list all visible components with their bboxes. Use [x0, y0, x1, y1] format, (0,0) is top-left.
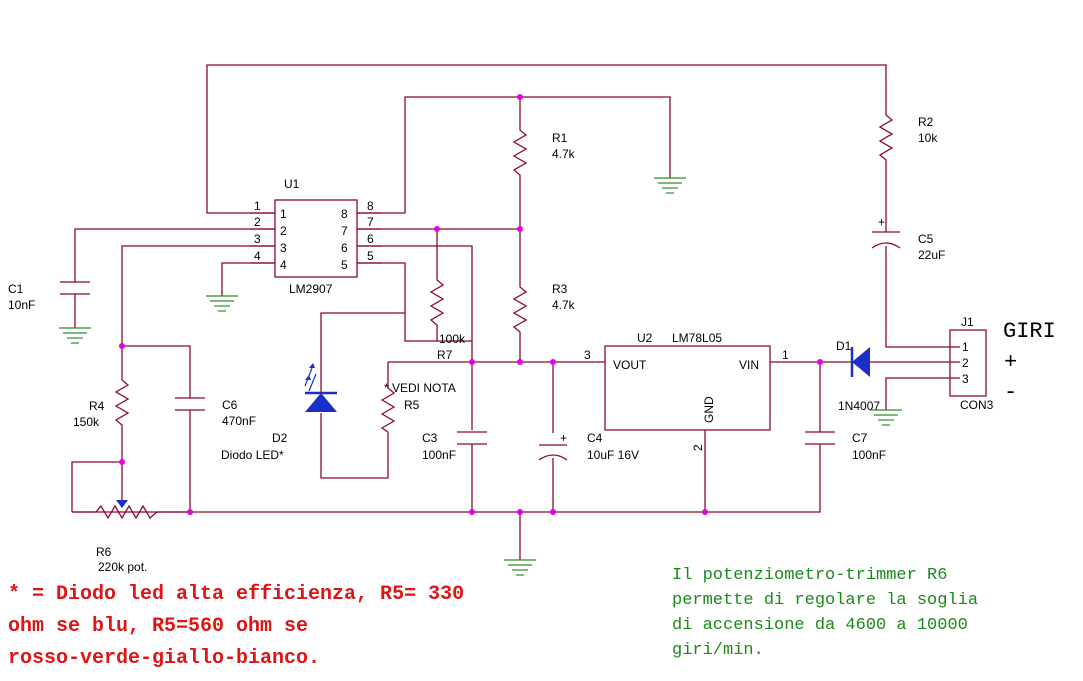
u1-pin-5-outer: 5 [367, 249, 374, 263]
capacitor-c5: + C5 22uF [871, 215, 945, 262]
u1-pin-2-outer: 2 [254, 215, 261, 229]
u1-pin-3-inner: 3 [280, 241, 287, 255]
u1-pin-7-outer: 7 [367, 215, 374, 229]
potentiometer-r6: R6 220k pot. [72, 500, 190, 574]
r6-wiper-arrow [116, 500, 128, 508]
resistor-r4: R4 150k [73, 376, 130, 430]
c5-value: 22uF [918, 248, 945, 262]
r6-value: 220k pot. [98, 560, 147, 574]
u2-gnd-label: GND [702, 396, 716, 423]
resistor-r1: R1 4.7k [512, 125, 576, 183]
r3-ref: R3 [552, 282, 568, 296]
c3-ref: C3 [422, 431, 438, 445]
led-note: * = Diodo led alta efficienza, R5= 330 o… [8, 583, 465, 670]
u1-pin-3-outer: 3 [254, 232, 261, 246]
resistor-r5: * VEDI NOTA R5 [380, 381, 456, 433]
capacitor-c7: C7 100nF [805, 431, 886, 462]
u2-vout-label: VOUT [613, 358, 647, 372]
d2-value: Diodo LED* [221, 448, 284, 462]
u1-pin-7-inner: 7 [341, 224, 348, 238]
capacitor-c6: C6 470nF [175, 397, 256, 428]
u1-pin-5-inner: 5 [341, 258, 348, 272]
u1-pin-8-inner: 8 [341, 207, 348, 221]
r4-value: 150k [73, 415, 100, 429]
ground-main [504, 559, 536, 576]
j1-value: CON3 [960, 398, 994, 412]
c4-ref: C4 [587, 431, 603, 445]
r5-value: * VEDI NOTA [384, 381, 456, 395]
u2-pin-vin: 1 [782, 348, 789, 362]
ground-j1 [870, 409, 902, 426]
r1-ref: R1 [552, 131, 568, 145]
u1-pin-8-outer: 8 [367, 199, 374, 213]
resistor-r3: R3 4.7k [512, 282, 576, 340]
c1-value: 10nF [8, 298, 35, 312]
r7-value: 100k [439, 332, 466, 346]
d2-ref: D2 [272, 431, 288, 445]
u1-part: LM2907 [289, 282, 333, 296]
u2-ref: U2 [637, 331, 653, 345]
led-d2: D2 Diodo LED* [221, 363, 337, 462]
u1-pin-6-outer: 6 [367, 232, 374, 246]
r6-ref: R6 [96, 545, 112, 559]
c6-value: 470nF [222, 414, 256, 428]
r4-ref: R4 [89, 399, 105, 413]
u2-vin-label: VIN [739, 358, 759, 372]
j1-pin-3: 3 [962, 372, 969, 386]
c7-value: 100nF [852, 448, 886, 462]
c3-value: 100nF [422, 448, 456, 462]
minus-label: - [1004, 380, 1017, 405]
r5-ref: R5 [404, 398, 420, 412]
u1-lm2907: U1 LM2907 1 2 3 4 8 7 6 5 1 2 3 4 8 7 6 … [250, 177, 382, 296]
r2-ref: R2 [918, 115, 934, 129]
r2-value: 10k [918, 131, 938, 145]
u2-pin-vout: 3 [584, 348, 591, 362]
resistor-r2: R2 10k [878, 110, 938, 162]
c1-ref: C1 [8, 282, 24, 296]
j1-ref: J1 [961, 315, 974, 329]
ground-c1 [59, 327, 91, 344]
plus-label: + [1004, 350, 1017, 375]
c4-value: 10uF 16V [587, 448, 639, 462]
capacitor-c4: + C4 10uF 16V [538, 431, 639, 462]
ground-top [654, 177, 686, 194]
u2-part: LM78L05 [672, 331, 722, 345]
u1-pin-4-inner: 4 [280, 258, 287, 272]
c5-ref: C5 [918, 232, 934, 246]
connector-j1: 1 2 3 J1 CON3 GIRI + - [949, 315, 1056, 412]
d1-value: 1N4007 [838, 399, 880, 413]
c5-plus: + [878, 215, 885, 229]
giri-label: GIRI [1003, 319, 1056, 344]
j1-pin-2: 2 [962, 356, 969, 370]
r7-ref: R7 [437, 348, 453, 362]
junction-dots [119, 94, 823, 515]
u1-pin-6-inner: 6 [341, 241, 348, 255]
ground-u1-pin4 [206, 295, 238, 312]
d1-ref: D1 [836, 339, 852, 353]
trimmer-note: Il potenziometro-trimmer R6 permette di … [672, 566, 979, 660]
diode-d1: D1 1N4007 [836, 339, 880, 413]
resistor-r7: 100k R7 [429, 275, 466, 362]
j1-pin-1: 1 [962, 340, 969, 354]
capacitor-c3: C3 100nF [422, 431, 487, 462]
c4-plus: + [560, 431, 567, 445]
r1-value: 4.7k [552, 147, 576, 161]
capacitor-c1: C1 10nF [8, 281, 90, 312]
wires [71, 64, 950, 560]
r3-value: 4.7k [552, 298, 576, 312]
u1-pin-1-inner: 1 [280, 207, 287, 221]
c7-ref: C7 [852, 431, 868, 445]
c6-ref: C6 [222, 398, 238, 412]
u2-pin-gnd: 2 [691, 444, 705, 451]
u1-pin-1-outer: 1 [254, 199, 261, 213]
u1-pin-4-outer: 4 [254, 249, 261, 263]
u2-lm78l05: U2 LM78L05 VOUT VIN GND 3 1 2 [584, 331, 789, 451]
u1-ref: U1 [284, 177, 300, 191]
u1-pin-2-inner: 2 [280, 224, 287, 238]
